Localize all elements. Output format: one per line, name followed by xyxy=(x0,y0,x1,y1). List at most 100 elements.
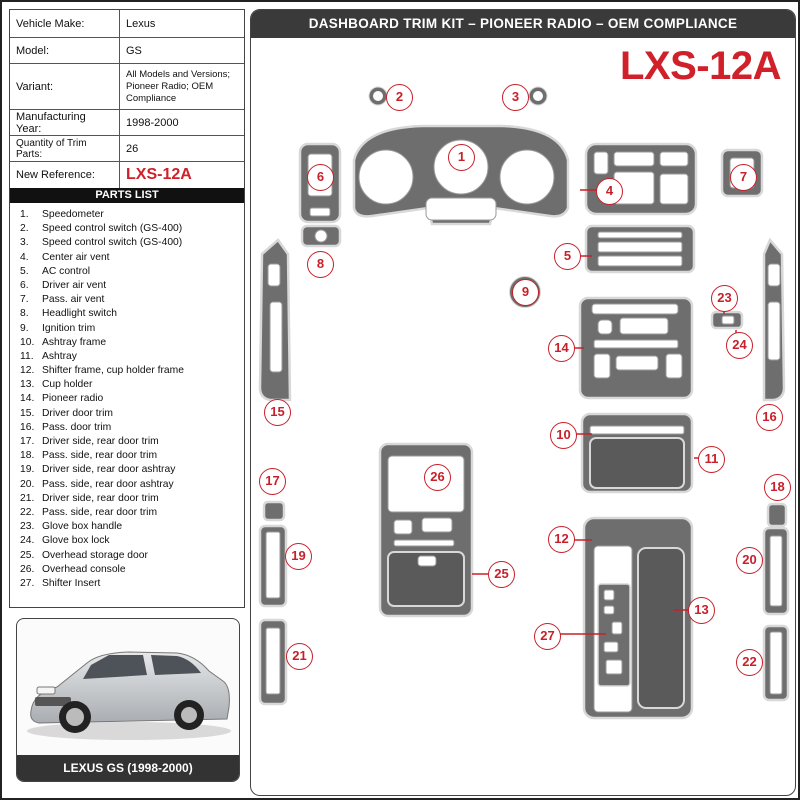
cutout xyxy=(613,151,655,167)
spec-label: Vehicle Make: xyxy=(10,10,120,37)
cutout xyxy=(603,589,615,601)
spec-row-model: Model: GS xyxy=(10,38,244,64)
gauge-cutout xyxy=(358,149,414,205)
callout-24: 24 xyxy=(726,332,753,359)
spec-label: Variant: xyxy=(10,64,120,109)
part-number: 3. xyxy=(20,237,29,249)
part-name: AC control xyxy=(42,265,91,277)
part-number: 18. xyxy=(20,450,35,462)
part-number: 2. xyxy=(20,223,29,235)
parts-list-item: 18. Pass. side, rear door trim xyxy=(20,449,244,463)
cutout xyxy=(425,197,497,221)
callout-6: 6 xyxy=(307,164,334,191)
part-number: 17. xyxy=(20,436,35,447)
callout-21: 21 xyxy=(286,643,313,670)
callout-20: 20 xyxy=(736,547,763,574)
part-number: 1. xyxy=(20,209,29,220)
part-name: Ashtray xyxy=(42,350,77,362)
part-number: 13. xyxy=(20,379,35,391)
part-number: 20. xyxy=(20,478,35,490)
part-number: 16. xyxy=(20,421,35,433)
cutout xyxy=(417,555,437,567)
spec-table: Vehicle Make: Lexus Model: GS Variant: A… xyxy=(9,9,245,189)
part-name: Driver air vent xyxy=(42,279,107,291)
spec-row-variant: Variant: All Models and Versions; Pionee… xyxy=(10,64,244,110)
parts-list-item: 9.Ignition trim xyxy=(20,322,244,336)
cutout xyxy=(309,207,331,217)
cutout xyxy=(605,659,623,675)
callout-3: 3 xyxy=(502,84,529,111)
part-name: Shifter Insert xyxy=(42,577,101,589)
parts-list-item: 3. Speed control switch (GS-400) xyxy=(20,236,244,250)
cutout xyxy=(611,621,623,635)
part-name: Speed control switch (GS-400) xyxy=(42,223,183,235)
part-name: Center air vent xyxy=(42,251,110,263)
rear-door-trim xyxy=(262,500,286,522)
parts-list-title: PARTS LIST xyxy=(10,188,244,203)
reference-code: LXS-12A xyxy=(620,44,782,88)
parts-list-item: 5. AC control xyxy=(20,265,244,279)
cutout xyxy=(265,627,281,695)
part-number: 23. xyxy=(20,521,35,533)
part-number: 10. xyxy=(20,336,35,348)
spec-value: All Models and Versions; Pioneer Radio; … xyxy=(126,68,231,104)
callout-18: 18 xyxy=(764,474,791,501)
car-illustration xyxy=(27,651,231,740)
part-number: 11. xyxy=(20,350,34,362)
callout-26: 26 xyxy=(424,464,451,491)
part-name: Speed control switch (GS-400) xyxy=(42,237,183,249)
storage-door-trim xyxy=(387,551,465,607)
cutout xyxy=(597,241,683,253)
parts-list-item: 22.Pass. side, rear door trim xyxy=(20,506,244,520)
part-name: Glove box handle xyxy=(42,521,123,533)
cutout xyxy=(597,319,613,335)
part-name: Driver side, rear door trim xyxy=(42,492,159,504)
part-number: 5. xyxy=(20,265,29,277)
part-number: 6. xyxy=(20,279,29,291)
spec-label: New Reference: xyxy=(10,162,120,188)
cutout xyxy=(767,263,781,287)
part-name: Pass. air vent xyxy=(42,294,105,306)
callout-8: 8 xyxy=(307,251,334,278)
parts-list-item: 12.Shifter frame, cup holder frame xyxy=(20,364,244,378)
part-name: Pass. side, rear door trim xyxy=(42,450,158,462)
cutout xyxy=(769,535,783,607)
callout-13: 13 xyxy=(688,597,715,624)
part-name: Pass. side, rear door ashtray xyxy=(42,478,174,490)
parts-list-item: 23. Glove box handle xyxy=(20,520,244,534)
speed-switch-ring-edge xyxy=(528,86,548,106)
spec-value: GS xyxy=(126,44,142,57)
cup-holder-trim xyxy=(637,547,685,709)
spec-label: Quantity of Trim Parts: xyxy=(10,136,120,161)
part-name: Pass. side, rear door trim xyxy=(42,506,158,518)
callout-16: 16 xyxy=(756,404,783,431)
parts-list-item: 13.Cup holder xyxy=(20,378,244,392)
parts-list-item: 1.Speedometer xyxy=(20,208,244,222)
spec-row-year: Manufacturing Year: 1998-2000 xyxy=(10,110,244,136)
cutout xyxy=(603,641,619,653)
cutout xyxy=(597,255,683,267)
spec-value: 1998-2000 xyxy=(126,116,179,129)
parts-list-item: 24.Glove box lock xyxy=(20,534,244,548)
spec-value: 26 xyxy=(126,142,139,155)
parts-list-item: 19.Driver side, rear door ashtray xyxy=(20,463,244,477)
part-name: Headlight switch xyxy=(42,308,117,320)
cutout xyxy=(619,317,669,335)
part-name: Ignition trim xyxy=(42,322,96,334)
callout-19: 19 xyxy=(285,543,312,570)
parts-list-item: 2. Speed control switch (GS-400) xyxy=(20,222,244,236)
callout-23: 23 xyxy=(711,285,738,312)
cutout xyxy=(767,301,781,361)
part-number: 14. xyxy=(20,393,35,405)
speed-switch-ring xyxy=(529,87,547,105)
callout-9: 9 xyxy=(512,279,539,306)
part-name: Overhead storage door xyxy=(42,549,148,561)
cutout xyxy=(421,517,453,533)
callout-17: 17 xyxy=(259,468,286,495)
cutout xyxy=(603,605,615,615)
part-name: Shifter frame, cup holder frame xyxy=(42,365,184,377)
part-number: 21. xyxy=(20,492,35,504)
